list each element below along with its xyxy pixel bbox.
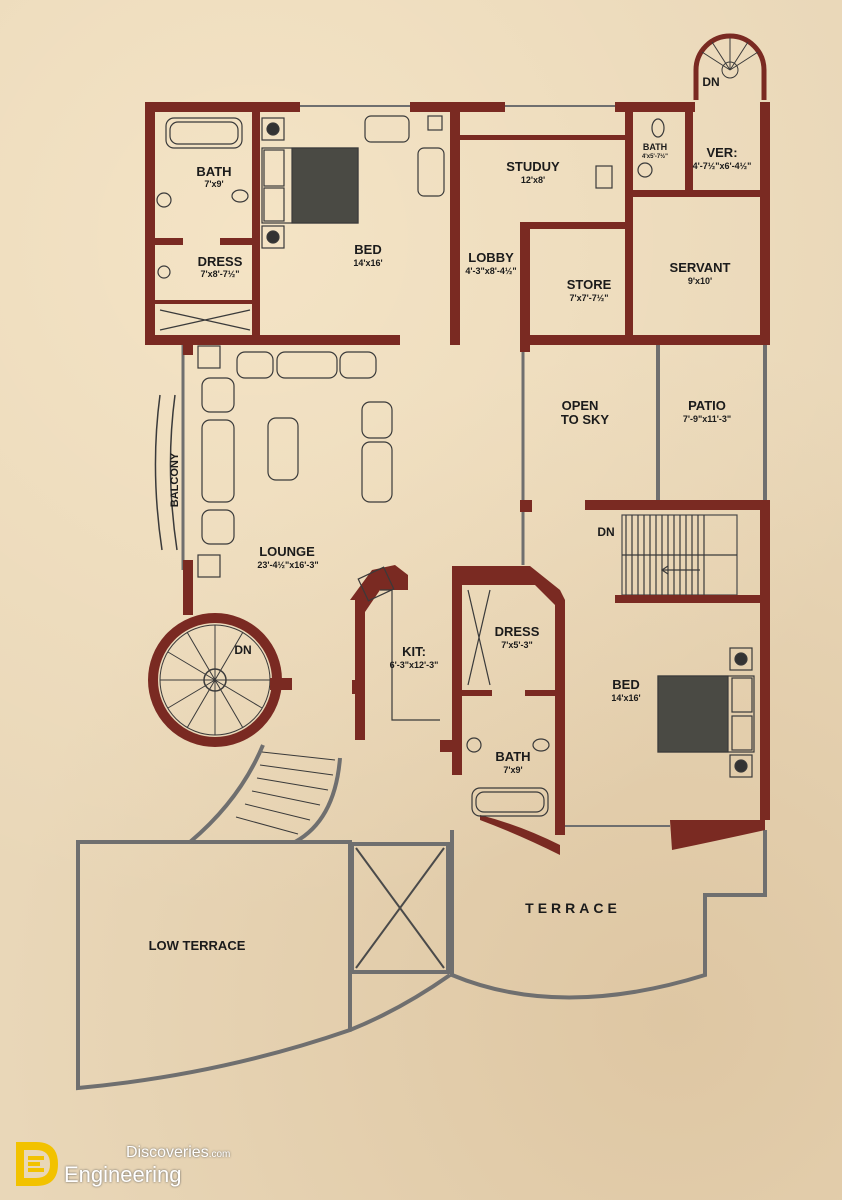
ver-size: 4'-7½"x6'-4½" <box>693 161 752 171</box>
dress-1-size: 7'x8'-7½" <box>200 269 239 279</box>
dress-2-label: DRESS <box>495 624 540 639</box>
lounge-label: LOUNGE <box>259 544 315 559</box>
stair-top-dn: DN <box>702 75 719 89</box>
bed-2-size: 14'x16' <box>611 693 640 703</box>
brand-logo: Discoveries.com Engineering <box>10 1138 270 1190</box>
servant-label: SERVANT <box>670 260 731 275</box>
bed-1-size: 14'x16' <box>353 258 382 268</box>
furniture <box>154 115 755 817</box>
straight-stairs <box>621 514 738 596</box>
patio-size: 7'-9"x11'-3" <box>683 414 731 424</box>
bath-1-label: BATH <box>196 164 231 179</box>
stair-spiral-dn: DN <box>234 643 251 657</box>
bath-small-label: BATH <box>643 142 667 152</box>
patio-label: PATIO <box>688 398 726 413</box>
bed-1-label: BED <box>354 242 381 257</box>
lobby-label: LOBBY <box>468 250 514 265</box>
servant-size: 9'x10' <box>688 276 712 286</box>
balcony-label: BALCONY <box>169 452 181 507</box>
store-size: 7'x7'-7½" <box>569 293 608 303</box>
stair-straight-dn: DN <box>597 525 614 539</box>
dress-1-label: DRESS <box>198 254 243 269</box>
ver-label: VER: <box>706 145 737 160</box>
low-terrace-label: LOW TERRACE <box>149 938 246 953</box>
bath-2-label: BATH <box>495 749 530 764</box>
study-size: 12'x8' <box>521 175 545 185</box>
top-spiral-stair <box>693 33 767 100</box>
terrace-label: TERRACE <box>525 900 621 916</box>
terrace-outlines <box>76 105 767 1091</box>
open-sky-line2: TO SKY <box>561 412 609 427</box>
bed-2-label: BED <box>612 677 639 692</box>
study-label: STUDUY <box>506 159 560 174</box>
bath-1-size: 7'x9' <box>204 179 223 189</box>
kit-label: KIT: <box>402 644 426 659</box>
walls <box>145 102 770 855</box>
brand-line2: Engineering <box>64 1162 182 1187</box>
store-label: STORE <box>567 277 612 292</box>
kit-size: 6'-3"x12'-3" <box>390 660 439 670</box>
room-labels: BATH 7'x9' DRESS 7'x8'-7½" BED 14'x16' S… <box>149 75 752 953</box>
open-sky-line1: OPEN <box>562 398 599 413</box>
brand-line1: Discoveries.com <box>126 1144 231 1161</box>
bath-2-size: 7'x9' <box>503 765 522 775</box>
dress-2-size: 7'x5'-3" <box>501 640 533 650</box>
lobby-size: 4'-3"x8'-4½" <box>465 266 516 276</box>
lounge-size: 23'-4½"x16'-3" <box>257 560 318 570</box>
bath-small-size: 4'x5'-7½" <box>642 153 668 160</box>
de-logo-icon <box>16 1142 58 1186</box>
